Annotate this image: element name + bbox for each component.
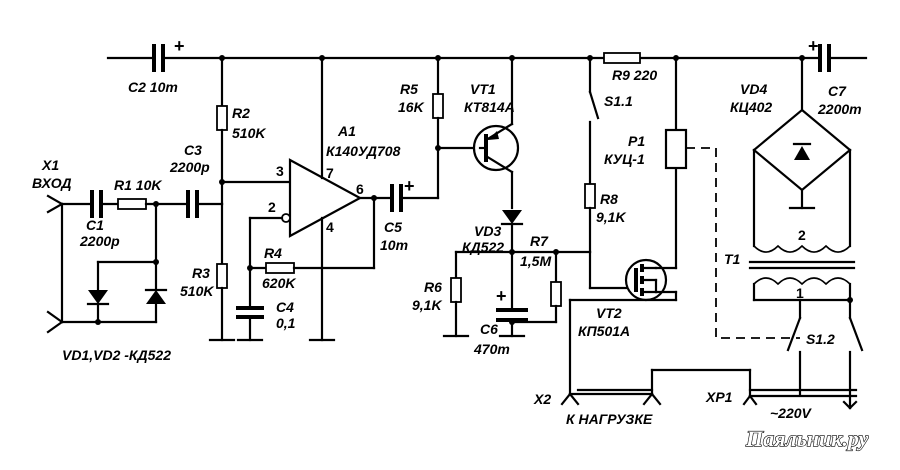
r7-value: 1,5M: [520, 253, 551, 269]
c1-value: 2200p: [79, 233, 120, 249]
output-x2: X2 К НАГРУЗКЕ: [533, 368, 752, 427]
relay-p1: P1 КУЦ-1: [604, 55, 688, 170]
vt2-label: VT2: [596, 305, 622, 321]
t1-winding1: 1: [796, 285, 804, 301]
a1-pin3: 3: [276, 163, 284, 179]
r7-label: R7: [530, 233, 549, 249]
resistor-r3: R3 510K: [180, 202, 228, 342]
switch-s1-2: S1.2: [786, 298, 864, 352]
switch-s1-1: S1.1: [587, 55, 633, 186]
x1-label: X1: [41, 157, 59, 173]
c7-plus: +: [808, 36, 819, 56]
r5-value: 16K: [398, 99, 425, 115]
mains-xp1: XP1 ~220V: [705, 368, 858, 421]
r1-label: R1 10K: [114, 177, 162, 193]
c1-label: C1: [86, 217, 104, 233]
capacitor-c1: C1 2200p: [79, 190, 120, 249]
resistor-r6: R6 9,1K: [412, 250, 470, 338]
diode-vd3: VD3 КД522: [462, 210, 524, 255]
vd4-label: VD4: [740, 81, 767, 97]
mosfet-vt2: VT2 КП501А: [578, 258, 678, 339]
r4-value: 620K: [262, 275, 296, 291]
vd4-value: КЦ402: [730, 99, 772, 115]
a1-pin6: 6: [356, 181, 364, 197]
c6-plus: +: [496, 286, 507, 306]
transistor-vt1: VT1 КТ814А: [464, 55, 520, 210]
r3-label: R3: [192, 265, 210, 281]
capacitor-c2: + C2 10m: [128, 36, 185, 95]
r8-value: 9,1K: [596, 209, 626, 225]
capacitor-c3: C3 2200p: [169, 142, 210, 218]
c3-value: 2200p: [169, 159, 210, 175]
s12-label: S1.2: [806, 331, 835, 347]
resistor-r1: R1 10K: [114, 177, 162, 210]
c2-label: C2 10m: [128, 79, 178, 95]
capacitor-c7: + C7 2200m: [808, 36, 862, 117]
r9-label: R9 220: [612, 67, 657, 83]
r8-label: R8: [600, 191, 618, 207]
r2-value: 510K: [232, 125, 266, 141]
c7-label: C7: [828, 83, 847, 99]
diodes-vd1-vd2: VD1,VD2 -КД522: [60, 202, 171, 363]
c6-label: C6: [480, 321, 498, 337]
watermark-logo: Паяльник.ру: [745, 426, 869, 451]
a1-pin4: 4: [326, 219, 334, 235]
t1-winding2: 2: [798, 227, 806, 243]
a1-value: К140УД708: [326, 143, 401, 159]
r5-label: R5: [400, 81, 418, 97]
p1-value: КУЦ-1: [604, 151, 645, 167]
c5-value: 10m: [380, 237, 408, 253]
c4-label: C4: [276, 299, 294, 315]
x2-sub-label: К НАГРУЗКЕ: [566, 411, 653, 427]
xp1-label: XP1: [705, 389, 733, 405]
c7-value: 2200m: [817, 101, 862, 117]
a1-pin2: 2: [268, 199, 276, 215]
resistor-r8: R8 9,1K: [584, 183, 626, 254]
capacitor-c5: + C5 10m: [380, 176, 415, 253]
p1-label: P1: [628, 133, 645, 149]
c5-plus: +: [404, 176, 415, 196]
vd12-label: VD1,VD2 -КД522: [62, 347, 171, 363]
a1-pin7: 7: [326, 165, 334, 181]
x1-sub-label: ВХОД: [32, 175, 72, 191]
c6-value: 470m: [473, 341, 510, 357]
s11-label: S1.1: [604, 93, 633, 109]
c4-value: 0,1: [276, 315, 296, 331]
a1-label: A1: [337, 123, 356, 139]
resistor-r5: R5 16K: [398, 55, 444, 151]
xp1-sub-label: ~220V: [770, 405, 813, 421]
vt2-value: КП501А: [578, 323, 630, 339]
c5-label: C5: [384, 219, 402, 235]
input-x1: X1 ВХОД: [32, 157, 92, 334]
transformer-t1: 2 1 T1: [724, 227, 856, 301]
r6-label: R6: [424, 279, 442, 295]
resistor-r4: R4 620K: [248, 245, 376, 291]
r4-label: R4: [264, 245, 282, 261]
r3-value: 510K: [180, 283, 214, 299]
resistor-r9: R9 220: [603, 52, 657, 83]
t1-label: T1: [724, 251, 741, 267]
vt1-label: VT1: [470, 81, 496, 97]
resistor-r7: R7 1,5M: [509, 233, 562, 325]
vd3-label: VD3: [474, 223, 501, 239]
bridge-vd4: VD4 КЦ402: [730, 55, 852, 210]
vt1-value: КТ814А: [464, 99, 515, 115]
r6-value: 9,1K: [412, 297, 442, 313]
capacitor-c4: C4 0,1: [236, 266, 296, 342]
resistor-r2: R2 510K: [216, 55, 266, 184]
x2-label: X2: [533, 391, 551, 407]
c2-plus: +: [174, 36, 185, 56]
opamp-a1: 3 2 7 4 6 A1 К140УД708: [268, 123, 401, 238]
c3-label: C3: [184, 142, 202, 158]
r2-label: R2: [232, 105, 250, 121]
